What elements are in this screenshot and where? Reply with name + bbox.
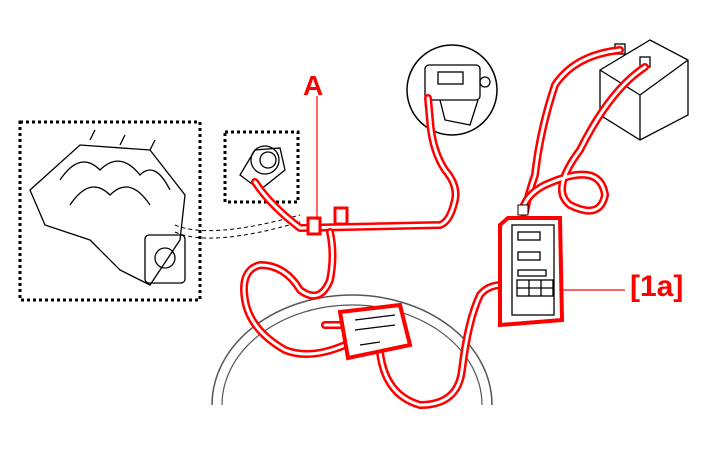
label-a: A [303,70,324,101]
pressure-tester [498,204,565,328]
t-connector [306,206,349,236]
intake-manifold-box [18,120,202,302]
sensor-inset [406,44,498,136]
hoses [240,46,649,409]
battery-icon [599,39,689,141]
flow-meter [337,302,413,361]
vacuum-connection-dashed [174,214,301,232]
sensor-icon [424,64,491,126]
label-tester-1a: [1a] [630,270,684,303]
intake-manifold-icon [29,129,186,286]
ring-outline-inner [221,304,483,406]
valve-box [223,130,300,204]
valve-icon [239,145,286,191]
ring-outline [211,294,493,406]
